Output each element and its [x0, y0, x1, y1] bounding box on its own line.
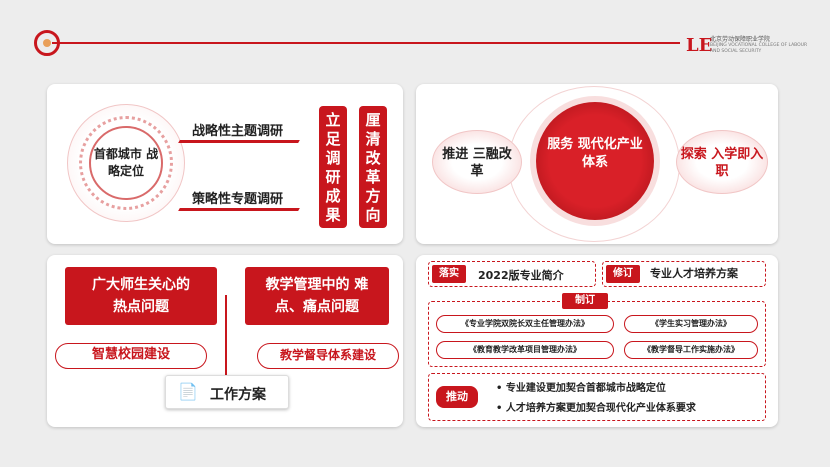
city-strategy-dial: [79, 116, 173, 210]
implement-tag: 落实: [432, 265, 466, 283]
college-name-cn: 北京劳动保障职业学院: [710, 36, 771, 43]
panel-measures: 落实 2022版专业简介 修订 专业人才培养方案 制订 《专业学院双院长双主任管…: [416, 255, 778, 427]
reform-direction-box: 厘清改革方向: [359, 106, 387, 228]
promote-tag: 推动: [436, 386, 478, 408]
tactical-research-label: 策略性专题调研: [192, 192, 284, 207]
promote-box: [428, 373, 766, 421]
implement-text: 2022版专业简介: [478, 269, 564, 282]
strategic-research-label: 战略性主题调研: [192, 124, 284, 139]
bullet-2: • 人才培养方案更加契合现代化产业体系要求: [496, 403, 696, 414]
research-results-text: 立足调研成果: [325, 111, 341, 224]
revise-text: 专业人才培养方案: [650, 267, 738, 280]
bullet-1-text: 专业建设更加契合首都城市战略定位: [505, 383, 666, 394]
panel-problems: 广大师生关心的 热点问题 教学管理中的 难点、痛点问题 智慧校园建设 教学督导体…: [47, 255, 403, 427]
enrollment-employment-label: 探索 入学即入职: [680, 147, 764, 179]
implement-row: [428, 261, 596, 287]
strategic-research-underline: [178, 140, 300, 143]
college-name-en: BEIJING VOCATIONAL COLLEGE OF LABOUR AND…: [710, 43, 808, 54]
three-fusion-label: 推进 三融改革: [442, 147, 512, 179]
document-icon: 📄: [178, 382, 198, 401]
teaching-supervision-pill: 教学督导体系建设: [257, 343, 399, 369]
college-brand: LE 北京劳动保障职业学院 BEIJING VOCATIONAL COLLEGE…: [686, 34, 816, 62]
revise-tag: 修订: [606, 265, 640, 283]
work-plan-box: 📄 工作方案: [165, 375, 289, 409]
panel-service: 推进 三融改革 探索 入学即入职 服务 现代化产业 体系: [416, 84, 778, 244]
formulate-tag: 制订: [562, 293, 608, 309]
city-strategy-circle: [89, 126, 163, 200]
doc-dual-dean: 《专业学院双院长双主任管理办法》: [436, 315, 614, 333]
doc-reform-project: 《教育教学改革项目管理办法》: [436, 341, 614, 359]
industry-system-label: 服务 现代化产业 体系: [547, 137, 643, 170]
hot-issues-box: 广大师生关心的 热点问题: [65, 267, 217, 325]
college-logo-icon: LE: [686, 35, 713, 56]
right-circle: [676, 130, 768, 194]
work-plan-label: 工作方案: [210, 387, 266, 403]
bullet-1: • 专业建设更加契合首都城市战略定位: [496, 383, 666, 394]
connector-line: [225, 295, 227, 385]
center-circle: [536, 102, 654, 220]
left-circle: [432, 130, 522, 194]
panel-research: 首都城市 战略定位 战略性主题调研 策略性专题调研 立足调研成果 厘清改革方向: [47, 84, 403, 244]
doc-internship: 《学生实习管理办法》: [624, 315, 758, 333]
city-strategy-label: 首都城市 战略定位: [93, 147, 159, 178]
header-divider: [52, 42, 680, 44]
smart-campus-pill: 智慧校园建设: [55, 343, 207, 369]
revise-row: [602, 261, 766, 287]
doc-supervision: 《教学督导工作实施办法》: [624, 341, 758, 359]
pain-points-box: 教学管理中的 难点、痛点问题: [245, 267, 389, 325]
reform-direction-text: 厘清改革方向: [365, 111, 381, 224]
tactical-research-underline: [178, 208, 300, 211]
research-results-box: 立足调研成果: [319, 106, 347, 228]
bullet-2-text: 人才培养方案更加契合现代化产业体系要求: [505, 403, 696, 414]
